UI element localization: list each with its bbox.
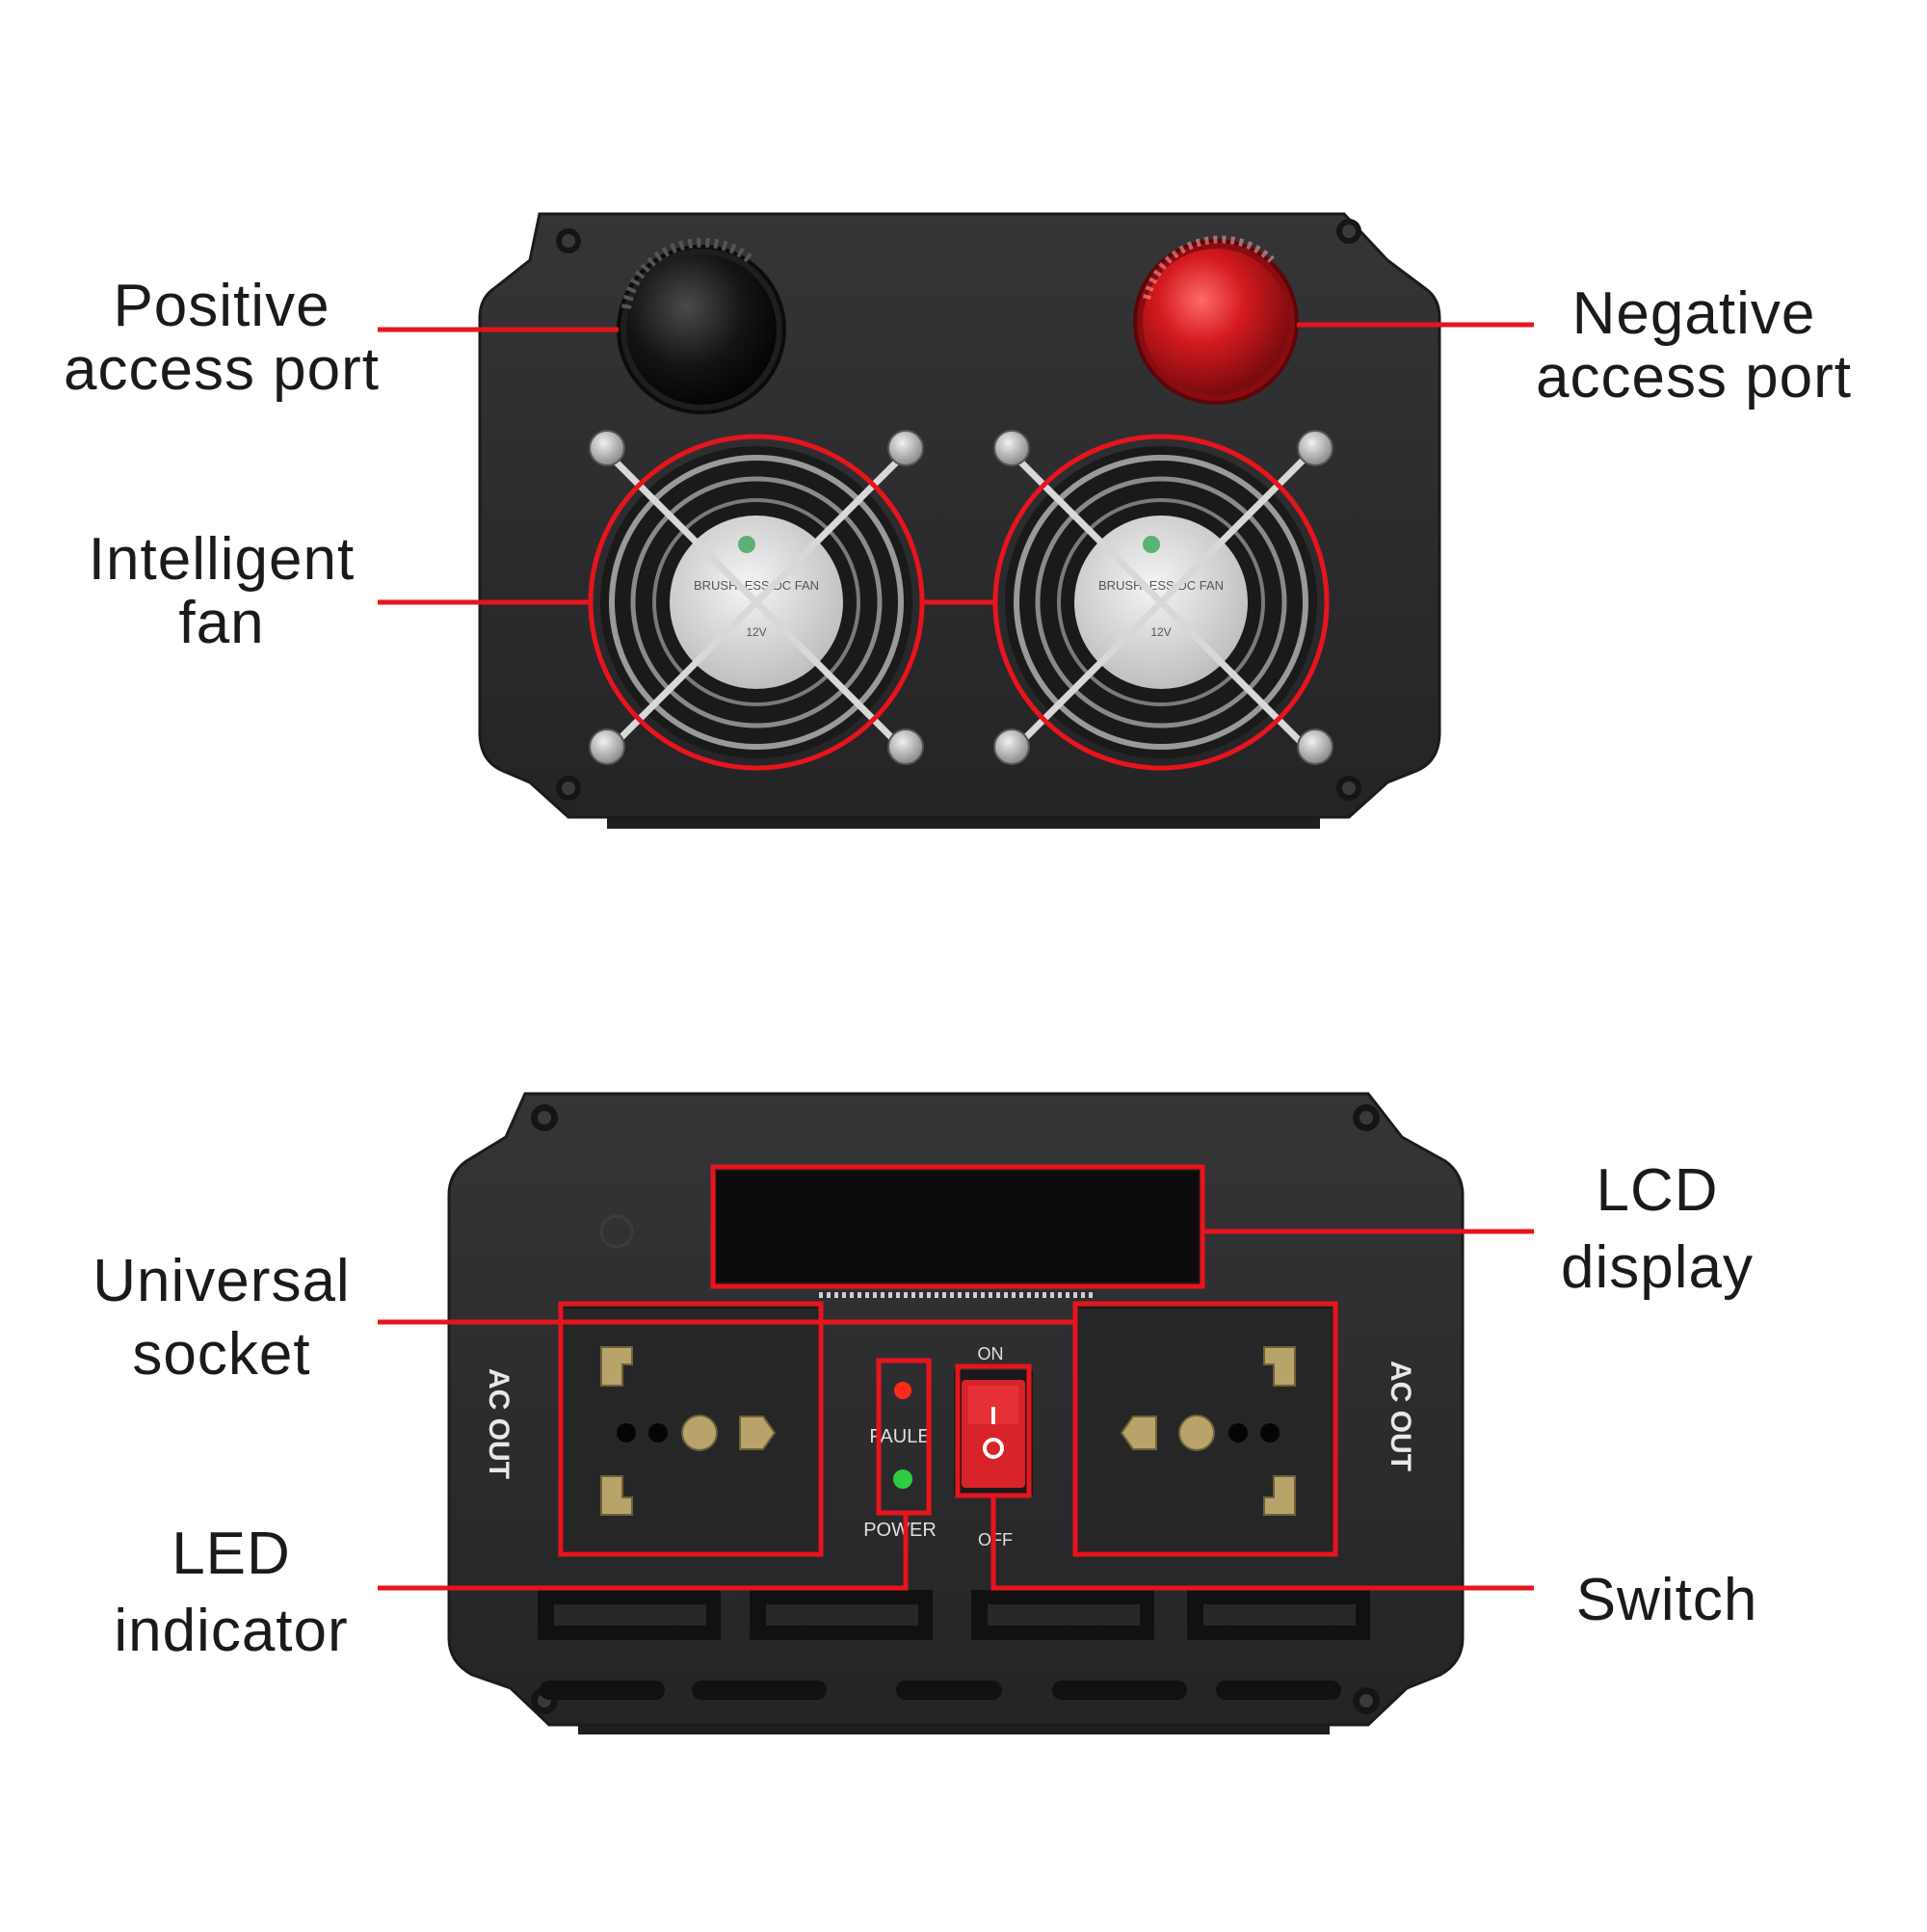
fan-voltage: 12V <box>1150 625 1171 639</box>
power-switch: ON OFF <box>954 1344 1033 1549</box>
callout-line: fan <box>178 590 265 656</box>
negative-terminal <box>1133 235 1299 405</box>
fan-callout: Intelligent fan <box>29 528 414 655</box>
lcd-screen <box>710 1164 1205 1298</box>
positive-terminal <box>617 237 786 414</box>
positive-port-callout: Positive access port <box>29 275 414 402</box>
callout-line: LED <box>172 1521 291 1587</box>
ac-out-label-right: AC OUT <box>1385 1361 1416 1471</box>
left-fan: BRUSHLESS DC FAN 12V <box>588 430 925 771</box>
lcd-highlight-box <box>710 1164 1205 1289</box>
callout-line: access port <box>1535 344 1853 410</box>
callout-line: LCD <box>1596 1157 1719 1224</box>
panel-screw <box>531 1104 1380 1714</box>
socket-highlight-box <box>1072 1301 1338 1557</box>
right-fan: BRUSHLESS DC FAN 12V <box>992 430 1333 771</box>
fan-label: BRUSHLESS DC FAN <box>694 578 819 593</box>
switch-on-label: ON <box>978 1344 1004 1363</box>
vent-slots <box>538 1590 1370 1700</box>
callout-line: Negative <box>1571 280 1816 347</box>
left-universal-socket <box>558 1301 824 1557</box>
ac-panel: AC OUT AC OUT FAULE POWER ON OFF <box>447 1092 1465 1734</box>
fan-voltage: 12V <box>746 625 766 639</box>
power-led <box>893 1469 912 1489</box>
switch-leader <box>990 1495 1534 1591</box>
dc-panel: BRUSHLESS DC FAN 12V BRUSHLESS DC FAN 12… <box>478 212 1441 829</box>
right-universal-socket <box>1072 1301 1338 1557</box>
socket-callout: Universal socket <box>29 1250 414 1387</box>
fan-screw <box>993 430 1333 765</box>
fan-screw <box>589 430 924 765</box>
led-leader <box>378 1513 909 1591</box>
switch-callout: Switch <box>1522 1569 1811 1632</box>
callout-line: Positive <box>113 273 330 339</box>
socket-highlight-box <box>558 1301 824 1557</box>
callout-line: Universal <box>92 1248 351 1314</box>
callout-line: Switch <box>1575 1567 1758 1633</box>
ac-out-label-left: AC OUT <box>483 1368 515 1479</box>
callout-lines <box>378 322 1534 1591</box>
power-label: POWER <box>863 1520 937 1541</box>
callout-line: indicator <box>114 1598 349 1664</box>
fault-label: FAULE <box>869 1426 930 1447</box>
callout-line: socket <box>132 1321 311 1388</box>
callout-line: Intelligent <box>88 526 356 593</box>
led-callout: LED indicator <box>39 1522 424 1663</box>
callout-line: access port <box>63 336 381 403</box>
fault-led <box>894 1382 911 1399</box>
callout-line: display <box>1561 1234 1754 1301</box>
negative-port-callout: Negative access port <box>1501 282 1887 410</box>
panel-screw <box>556 219 1361 801</box>
fan-label: BRUSHLESS DC FAN <box>1098 578 1224 593</box>
lcd-callout: LCD display <box>1513 1159 1802 1300</box>
panel-hole <box>599 1214 634 1249</box>
